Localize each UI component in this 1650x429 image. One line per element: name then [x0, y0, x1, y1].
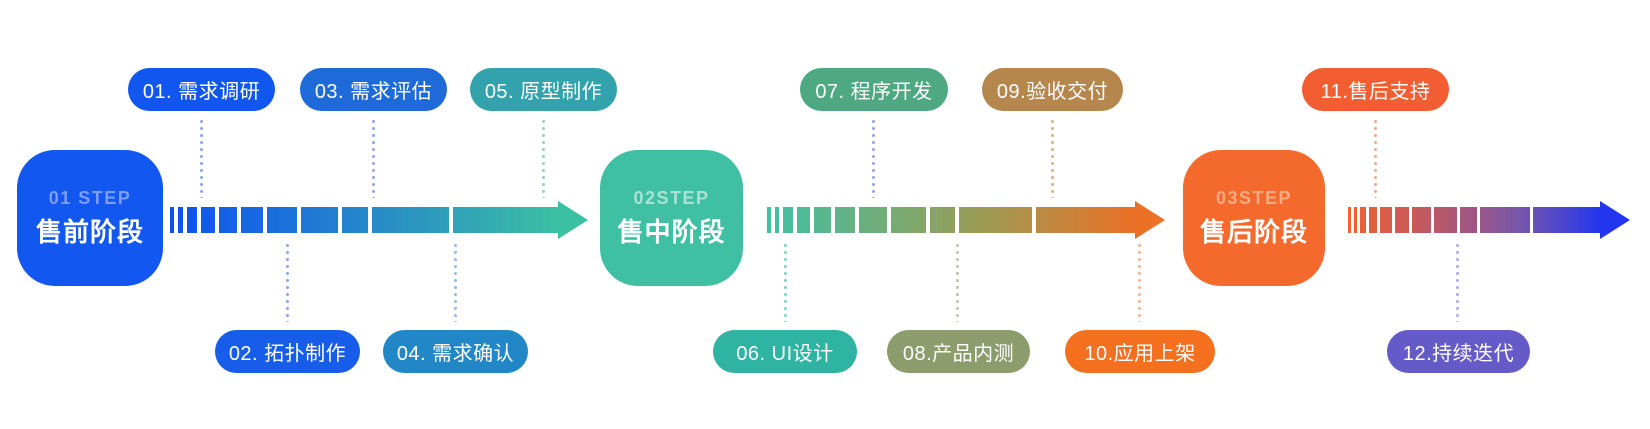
- flow-arrow-1: [170, 200, 588, 240]
- connector-dots-02: [286, 242, 289, 322]
- stage-name: 售后阶段: [1199, 216, 1308, 247]
- stage-name: 售前阶段: [35, 216, 144, 247]
- task-pill-label: 12.持续迭代: [1402, 343, 1515, 365]
- task-pill-03: 03. 需求评估: [300, 68, 447, 111]
- connector-dots-03: [372, 118, 375, 198]
- connector-dots-11: [1374, 118, 1377, 198]
- arrowhead-icon: [1600, 201, 1630, 239]
- task-pill-label: 02. 拓扑制作: [228, 343, 347, 365]
- task-pill-label: 09.验收交付: [996, 81, 1109, 103]
- stage-name: 售中阶段: [617, 216, 726, 247]
- task-pill-09: 09.验收交付: [982, 68, 1123, 111]
- arrow-bar: [1348, 206, 1602, 234]
- flow-arrow-3: [1348, 200, 1632, 240]
- arrowhead-icon: [1135, 201, 1165, 239]
- connector-dots-04: [454, 242, 457, 322]
- task-pill-label: 01. 需求调研: [142, 81, 261, 103]
- connector-dots-07: [872, 118, 875, 198]
- connector-dots-09: [1051, 118, 1054, 198]
- task-pill-12: 12.持续迭代: [1387, 330, 1530, 373]
- stage-step-label: 03STEP: [1215, 187, 1293, 208]
- task-pill-08: 08.产品内测: [887, 330, 1030, 373]
- stage-box-01-presales: 01 STEP 售前阶段: [17, 150, 163, 286]
- task-pill-11: 11.售后支持: [1302, 68, 1449, 111]
- task-pill-label: 10.应用上架: [1084, 343, 1196, 365]
- task-pill-02: 02. 拓扑制作: [215, 330, 360, 373]
- arrowhead-icon: [558, 201, 588, 239]
- task-pill-label: 11.售后支持: [1320, 81, 1431, 103]
- task-pill-label: 06. UI设计: [736, 343, 834, 365]
- task-pill-label: 04. 需求确认: [396, 343, 515, 365]
- connector-dots-12: [1456, 242, 1459, 322]
- task-pill-10: 10.应用上架: [1065, 330, 1215, 373]
- connector-dots-05: [542, 118, 545, 198]
- arrow-bar: [767, 206, 1137, 234]
- stage-step-label: 01 STEP: [48, 187, 132, 208]
- task-pill-label: 08.产品内测: [902, 343, 1015, 365]
- arrow-bar: [170, 206, 560, 234]
- stage-box-02-midsales: 02STEP 售中阶段: [600, 150, 743, 286]
- task-pill-07: 07. 程序开发: [800, 68, 948, 111]
- task-pill-06: 06. UI设计: [713, 330, 857, 373]
- task-pill-04: 04. 需求确认: [383, 330, 528, 373]
- task-pill-label: 05. 原型制作: [484, 81, 603, 103]
- task-pill-05: 05. 原型制作: [470, 68, 617, 111]
- task-pill-label: 07. 程序开发: [815, 81, 933, 103]
- connector-dots-08: [956, 242, 959, 322]
- stage-box-03-aftersales: 03STEP 售后阶段: [1183, 150, 1325, 286]
- flow-arrow-2: [767, 200, 1167, 240]
- connector-dots-01: [200, 118, 203, 198]
- task-pill-01: 01. 需求调研: [128, 68, 275, 111]
- connector-dots-10: [1138, 242, 1141, 322]
- task-pill-label: 03. 需求评估: [314, 81, 433, 103]
- stage-step-label: 02STEP: [633, 187, 710, 208]
- connector-dots-06: [784, 242, 787, 322]
